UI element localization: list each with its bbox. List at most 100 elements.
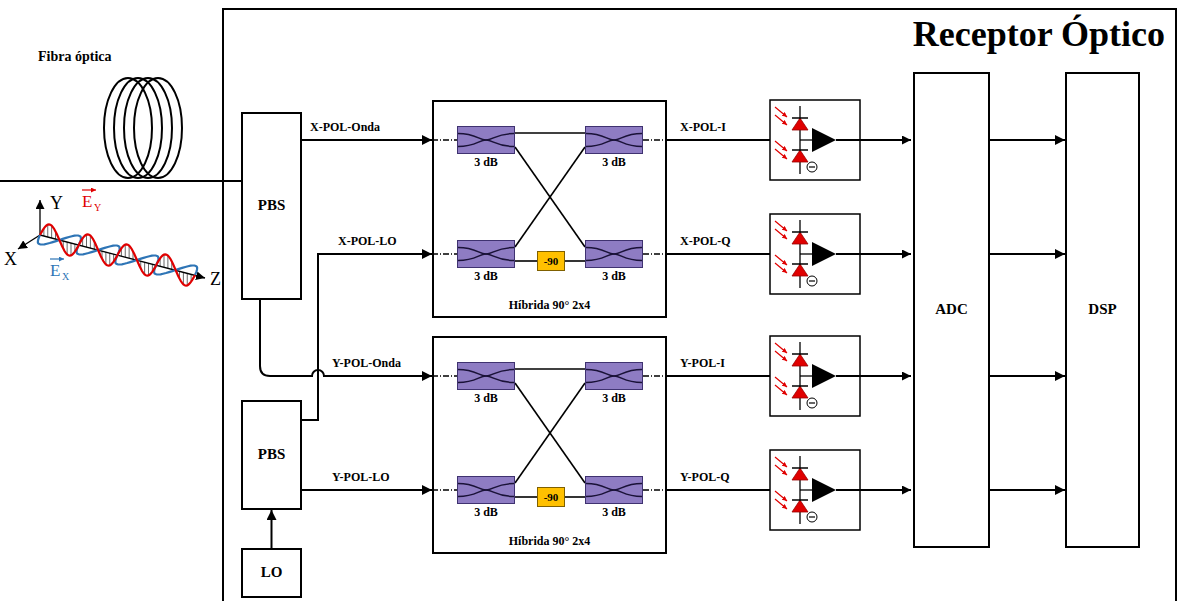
- light-arrow: [775, 491, 787, 501]
- minus-terminal: [809, 402, 815, 403]
- coupler-waveguide: [458, 248, 514, 261]
- coupler: 3 dB: [585, 362, 643, 390]
- node-label: 3 dB: [574, 270, 654, 284]
- signal-label: X-POL-I: [680, 121, 726, 133]
- amplifier: [812, 364, 836, 388]
- light-arrow: [775, 107, 787, 117]
- receiver-frame: Receptor ÓpticoPBSHíbrida 90° 2x43 dB3 d…: [222, 8, 1177, 601]
- connector: [515, 147, 585, 247]
- connector: [990, 253, 1065, 255]
- phase-shifter: -90: [537, 487, 565, 507]
- wave-hatch: [187, 273, 188, 285]
- hybrid-port: [643, 139, 667, 140]
- wave-hatch: [71, 243, 72, 255]
- coupler-waveguide: [586, 248, 642, 261]
- light-arrow: [775, 343, 787, 353]
- coupler-symbol: [458, 127, 514, 153]
- hybrid-port: [643, 375, 667, 376]
- fiber-line: [0, 180, 241, 182]
- wave-hatch: [86, 235, 87, 247]
- hybrid-port: [432, 253, 457, 254]
- node-label: ADC: [935, 301, 968, 318]
- node-label: LO: [261, 564, 283, 581]
- coupler-waveguide: [586, 370, 642, 383]
- photodiode: [792, 118, 808, 130]
- connector: [302, 139, 432, 141]
- coupler: 3 dB: [585, 476, 643, 504]
- adc-box: ADC: [913, 72, 990, 548]
- detector-output: [836, 375, 911, 377]
- dsp-box: DSP: [1065, 72, 1140, 548]
- node-label: Híbrida 90° 2x4: [434, 535, 665, 549]
- signal-label: X-POL-Onda: [308, 121, 382, 135]
- photodiode: [792, 354, 808, 366]
- fiber-coil: [134, 78, 182, 178]
- signal-label: Y-POL-Q: [680, 471, 730, 483]
- coupler-waveguide: [586, 370, 642, 383]
- node-label: 3 dB: [446, 506, 526, 520]
- vector-subscript: Y: [94, 203, 101, 213]
- coupler: 3 dB: [457, 476, 515, 504]
- detector-output: [836, 253, 911, 255]
- hybrid-box: Híbrida 90° 2x43 dB3 dB3 dB-903 dB: [432, 100, 667, 318]
- x-axis: [18, 235, 40, 249]
- amplifier: [812, 128, 836, 152]
- coupler-waveguide: [458, 134, 514, 147]
- hybrid-port: [643, 253, 667, 254]
- wave-hatch: [148, 263, 149, 275]
- detector-output: [836, 139, 911, 141]
- photodiode-bar: [792, 117, 808, 119]
- coupler-waveguide: [586, 248, 642, 261]
- wave-hatch: [164, 255, 165, 267]
- coupler: 3 dB: [457, 240, 515, 268]
- pbs-box: PBS: [241, 400, 302, 510]
- light-arrow: [775, 149, 787, 159]
- minus-terminal: [809, 166, 815, 167]
- minus-terminal: [807, 398, 817, 408]
- photodiode: [792, 386, 808, 398]
- coupler-symbol: [458, 363, 514, 389]
- coupler-symbol: [458, 241, 514, 267]
- coupler-waveguide: [458, 370, 514, 383]
- axis-label: Y: [50, 194, 63, 212]
- light-arrow: [775, 457, 787, 467]
- node-label: PBS: [258, 446, 286, 463]
- node-label: 3 dB: [446, 270, 526, 284]
- hybrid-port: [432, 375, 457, 376]
- wave-hatch: [125, 245, 126, 257]
- wave-hatch: [109, 253, 110, 265]
- light-arrow: [775, 229, 787, 239]
- connector: [302, 489, 432, 491]
- output-wire: [667, 489, 770, 491]
- signal-label: Y-POL-I: [680, 357, 725, 369]
- node-label: -90: [544, 491, 559, 504]
- node-label: PBS: [258, 197, 286, 214]
- light-arrow: [775, 377, 787, 387]
- light-arrow: [775, 263, 787, 273]
- coupler-waveguide: [458, 370, 514, 383]
- node-label: 3 dB: [574, 392, 654, 406]
- connector: [515, 147, 585, 247]
- coupler-waveguide: [458, 248, 514, 261]
- connector: [515, 383, 585, 483]
- coupler-waveguide: [586, 484, 642, 497]
- photodiode-bar: [792, 353, 808, 355]
- coupler-symbol: [458, 477, 514, 503]
- amplifier: [812, 478, 836, 502]
- node-label: 3 dB: [574, 506, 654, 520]
- photodiode-bar: [792, 263, 808, 265]
- phase-shifter: -90: [537, 251, 565, 271]
- node-label: Híbrida 90° 2x4: [434, 299, 665, 313]
- coupler-waveguide: [458, 484, 514, 497]
- connector: [260, 300, 432, 376]
- minus-terminal: [807, 162, 817, 172]
- coupler: 3 dB: [457, 362, 515, 390]
- pbs-box: PBS: [241, 112, 302, 300]
- connector: [515, 132, 585, 134]
- photodiode: [792, 468, 808, 480]
- connector: [515, 260, 537, 262]
- minus-terminal: [807, 276, 817, 286]
- coupler-symbol: [586, 477, 642, 503]
- detector-wire: [800, 253, 812, 254]
- minus-terminal: [807, 512, 817, 522]
